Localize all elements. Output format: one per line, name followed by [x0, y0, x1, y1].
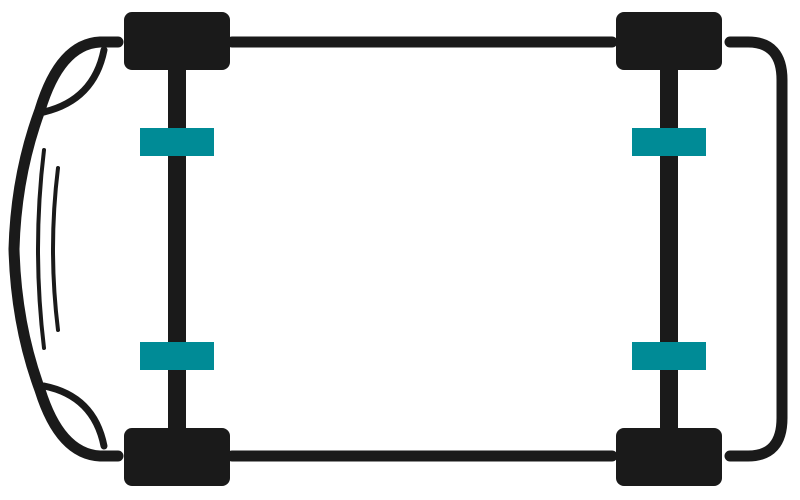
mount-front-upper: [140, 128, 214, 156]
mount-rear-upper: [632, 128, 706, 156]
wheels: [124, 12, 722, 486]
wheel-front-right: [124, 428, 230, 486]
front-axle: [168, 70, 186, 428]
headlight-lower: [40, 382, 108, 450]
mounts: [140, 128, 706, 370]
rear-axle: [660, 70, 678, 428]
body-rear-edge: [724, 36, 788, 462]
body-outline: [8, 36, 788, 462]
mount-front-lower: [140, 342, 214, 370]
body-front-edge: [8, 36, 124, 462]
wheel-rear-left: [616, 12, 722, 70]
headlight-upper: [40, 46, 108, 116]
axles: [168, 70, 678, 428]
windshield-line-inner: [51, 166, 60, 332]
wheel-front-left: [124, 12, 230, 70]
wheel-rear-right: [616, 428, 722, 486]
windshield-line-outer: [36, 148, 46, 350]
mount-rear-lower: [632, 342, 706, 370]
